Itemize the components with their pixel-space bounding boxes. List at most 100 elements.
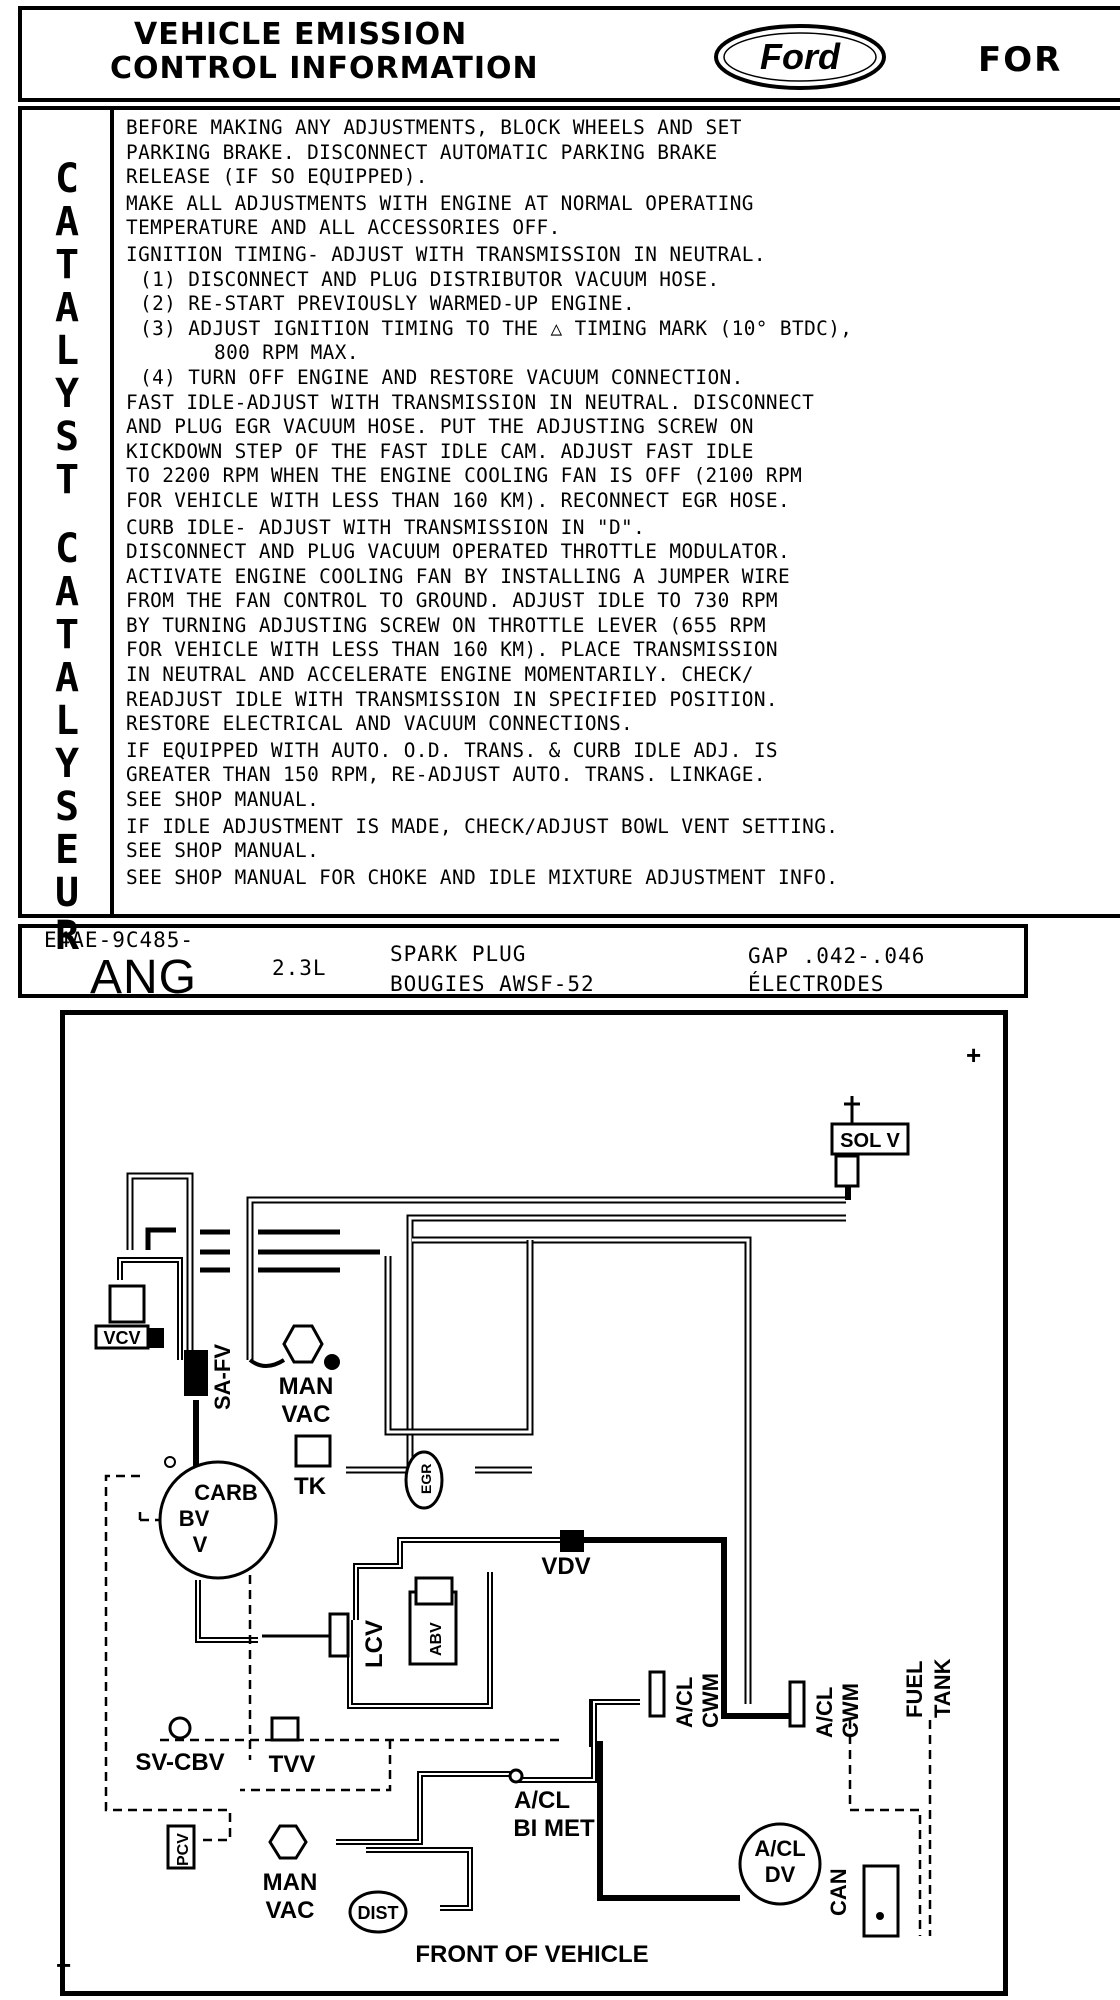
pcv-label: PCV [175, 1833, 192, 1866]
pcv-valve [166, 1824, 196, 1870]
side-letter: U [54, 870, 80, 916]
acl-bimet-sensor [508, 1768, 524, 1784]
acl-bimet-line2: BI MET [513, 1815, 595, 1842]
instruction-line: GREATER THAN 150 RPM, RE-ADJUST AUTO. TR… [126, 763, 766, 787]
side-letter: T [54, 242, 80, 288]
part-number: E4AE-9C485- [44, 928, 195, 952]
side-letter: C [54, 156, 80, 202]
instruction-line: SEE SHOP MANUAL. [126, 788, 320, 812]
tvv-valve [270, 1716, 300, 1742]
sol-v-label: SOL V [840, 1130, 900, 1152]
instruction-line: BEFORE MAKING ANY ADJUSTMENTS, BLOCK WHE… [126, 116, 742, 139]
man-vac-top-line2: VAC [282, 1401, 331, 1428]
calibration-code: ANG [90, 951, 198, 1004]
instruction-line: FOR VEHICLE WITH LESS THAN 160 KM). PLAC… [126, 638, 779, 662]
acl-dv-line2: DV [765, 1862, 796, 1887]
man-vac-fitting-bottom [268, 1824, 308, 1860]
plus-mark-top: + [966, 1040, 981, 1070]
instruction-line: IN NEUTRAL AND ACCELERATE ENGINE MOMENTA… [126, 663, 754, 687]
side-letter: A [54, 285, 80, 331]
instruction-line: IF IDLE ADJUSTMENT IS MADE, CHECK/ADJUST… [126, 814, 839, 838]
vcv-label: VCV [103, 1328, 140, 1348]
instruction-line: IF EQUIPPED WITH AUTO. O.D. TRANS. & CUR… [126, 738, 779, 762]
sv-cbv-label: SV-CBV [135, 1749, 224, 1776]
sv-cbv-valve [168, 1716, 192, 1740]
instruction-line: (4) TURN OFF ENGINE AND RESTORE VACUUM C… [140, 365, 744, 389]
sa-fv-label: SA-FV [210, 1344, 235, 1410]
man-vac-bottom-line2: VAC [266, 1897, 315, 1924]
label-title: VEHICLE EMISSION CONTROL INFORMATION [110, 18, 539, 86]
vdv-valve [560, 1530, 584, 1552]
tk-label: TK [294, 1473, 327, 1500]
carburetor [158, 1460, 278, 1580]
instruction-line: (1) DISCONNECT AND PLUG DISTRIBUTOR VACU… [140, 267, 720, 291]
vacuum-diagram-frame [60, 1010, 1008, 1996]
instruction-line: FAST IDLE-ADJUST WITH TRANSMISSION IN NE… [126, 390, 815, 414]
acl-cwm-left-line1: A/CL [672, 1677, 697, 1728]
side-letter: L [54, 328, 80, 374]
lcv-label: LCV [361, 1620, 388, 1668]
dist-label: DIST [357, 1903, 398, 1923]
tk-box [294, 1434, 332, 1468]
acl-dv-valve [738, 1822, 822, 1906]
side-letter: S [54, 784, 80, 830]
side-letter: S [54, 414, 80, 460]
instruction-line: FROM THE FAN CONTROL TO GROUND. ADJUST I… [126, 589, 779, 613]
side-letter: E [54, 827, 80, 873]
engine-size: 2.3L [272, 956, 327, 980]
instruction-line: ACTIVATE ENGINE COOLING FAN BY INSTALLIN… [126, 564, 791, 588]
instruction-line: BY TURNING ADJUSTING SCREW ON THROTTLE L… [126, 613, 766, 637]
tank-label: TANK [930, 1658, 955, 1718]
instruction-line: READJUST IDLE WITH TRANSMISSION IN SPECI… [126, 687, 779, 711]
acl-cwm-right-line1: A/CL [812, 1687, 837, 1738]
instruction-line: RESTORE ELECTRICAL AND VACUUM CONNECTION… [126, 712, 634, 736]
title-line-1: VEHICLE EMISSION [134, 17, 468, 52]
instruction-line: IGNITION TIMING- ADJUST WITH TRANSMISSIO… [126, 242, 766, 266]
instruction-line: (3) ADJUST IGNITION TIMING TO THE △ TIMI… [140, 316, 853, 340]
instruction-line: RELEASE (IF SO EQUIPPED). [126, 165, 428, 189]
side-letter: A [54, 569, 80, 615]
can-label: CAN [826, 1868, 851, 1916]
spec-band [18, 924, 1028, 998]
side-letter: T [54, 612, 80, 658]
fuel-label: FUEL [902, 1661, 927, 1718]
front-of-vehicle-label: FRONT OF VEHICLE [415, 1941, 648, 1968]
plug-gap-fr: ÉLECTRODES [748, 972, 885, 996]
instruction-line: AND PLUG EGR VACUUM HOSE. PUT THE ADJUST… [126, 415, 754, 439]
egr-label: EGR [418, 1464, 434, 1494]
ford-logo: Ford [714, 24, 886, 90]
acl-cwm-right-line2: CWM [838, 1683, 863, 1738]
instruction-line: KICKDOWN STEP OF THE FAST IDLE CAM. ADJU… [126, 439, 754, 463]
plus-mark-bottom: + [56, 1950, 71, 1980]
spark-plug-type: BOUGIES AWSF-52 [390, 972, 595, 996]
sa-fv-valve [184, 1350, 208, 1396]
man-vac-top-line1: MAN [279, 1373, 334, 1400]
abv-label: ABV [428, 1622, 445, 1656]
lcv-valve [328, 1612, 350, 1658]
side-letter: Y [54, 741, 80, 787]
side-letter: T [54, 457, 80, 503]
vdv-label: VDV [541, 1553, 590, 1580]
instruction-line: TEMPERATURE AND ALL ACCESSORIES OFF. [126, 216, 561, 240]
side-letter: Y [54, 371, 80, 417]
instruction-line: DISCONNECT AND PLUG VACUUM OPERATED THRO… [126, 540, 791, 564]
header-right-text: FOR [978, 40, 1063, 80]
acl-cwm-left-line2: CWM [698, 1673, 723, 1728]
side-divider [110, 110, 114, 914]
bvv-line2: V [193, 1532, 208, 1557]
side-letter: C [54, 526, 80, 572]
spark-plug-label: SPARK PLUG [390, 942, 527, 966]
side-letter: R [54, 913, 80, 959]
sol-v-box [830, 1122, 910, 1156]
instruction-line: TO 2200 RPM WHEN THE ENGINE COOLING FAN … [126, 464, 803, 488]
tvv-label: TVV [269, 1751, 316, 1778]
instruction-line: PARKING BRAKE. DISCONNECT AUTOMATIC PARK… [126, 140, 718, 164]
instruction-line: MAKE ALL ADJUSTMENTS WITH ENGINE AT NORM… [126, 191, 754, 215]
adjustment-instructions: BEFORE MAKING ANY ADJUSTMENTS, BLOCK WHE… [126, 116, 1106, 890]
header-frame [18, 6, 1120, 102]
distributor [348, 1890, 408, 1934]
instruction-line: CURB IDLE- ADJUST WITH TRANSMISSION IN "… [126, 515, 646, 539]
acl-cwm-left [648, 1670, 666, 1718]
